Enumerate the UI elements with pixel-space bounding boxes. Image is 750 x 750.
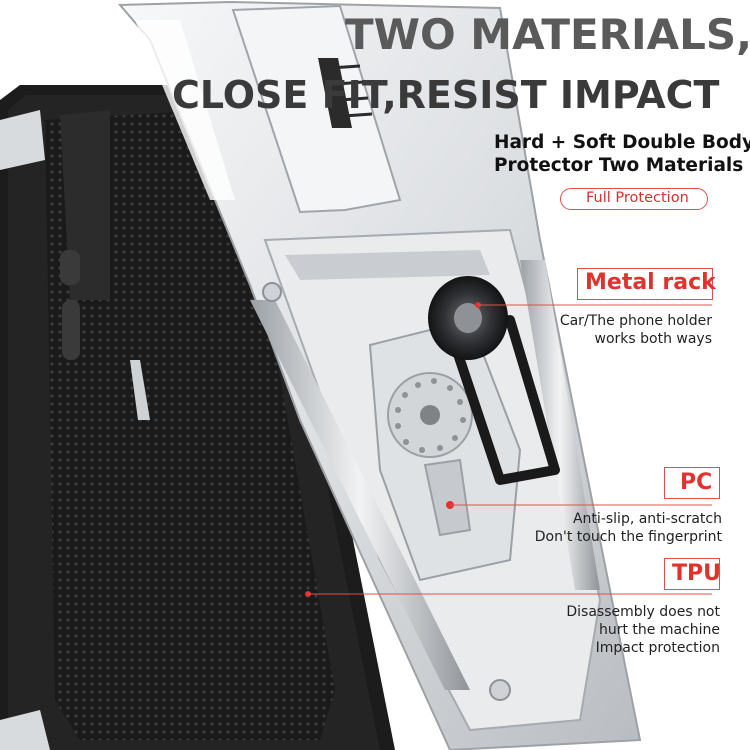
full-protection-badge xyxy=(560,188,708,210)
metal-rack-tag xyxy=(577,268,713,300)
subheadline-line-2: Protector Two Materials xyxy=(494,155,744,176)
pc-tag xyxy=(664,467,720,499)
pc-desc-2: Don't touch the fingerprint xyxy=(534,529,722,545)
tpu-desc-3: Impact protection xyxy=(595,640,720,656)
headline-line-1: TWO MATERIALS, xyxy=(345,10,750,59)
metal-rack-label: Metal rack xyxy=(585,270,716,295)
tpu-case-body xyxy=(0,85,395,750)
pc-desc-1: Anti-slip, anti-scratch xyxy=(572,511,722,527)
tpu-label: TPU xyxy=(672,561,721,586)
subheadline-line-1: Hard + Soft Double Body xyxy=(494,132,750,153)
ring-holder xyxy=(428,276,560,485)
headline-line-2: CLOSE FIT,RESIST IMPACT xyxy=(172,73,720,117)
tpu-tag xyxy=(664,558,720,590)
tpu-desc-2: hurt the machine xyxy=(598,622,720,638)
full-protection-label: Full Protection xyxy=(586,190,689,206)
metal-rack-desc-1: Car/The phone holder xyxy=(559,313,712,329)
pc-label: PC xyxy=(680,470,713,495)
tpu-desc-1: Disassembly does not xyxy=(566,604,720,620)
metal-rack-desc-2: works both ways xyxy=(594,331,713,347)
camera-slider xyxy=(231,4,402,214)
callout-lines xyxy=(308,304,712,595)
center-mechanism xyxy=(368,318,522,582)
